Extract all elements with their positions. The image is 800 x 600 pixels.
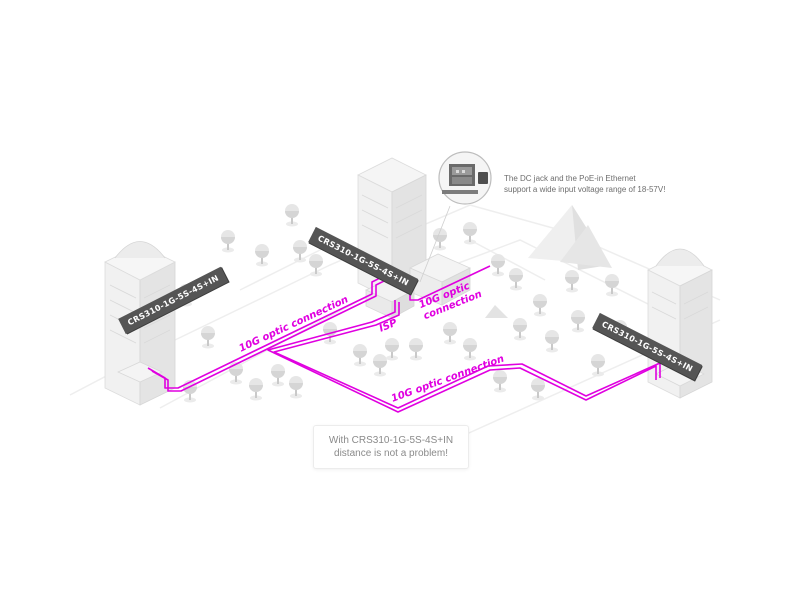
voltage-note-line2: support a wide input voltage range of 18… (504, 185, 666, 194)
tree-icon (229, 362, 243, 385)
tree-icon (221, 230, 235, 253)
fiber-lines (147, 265, 661, 413)
tree-icon (513, 318, 527, 341)
tree-icon (271, 364, 285, 387)
building-right (647, 248, 713, 399)
tree-icon (309, 254, 323, 277)
tree-icon (463, 222, 477, 245)
tree-icon (293, 240, 307, 263)
tree-icon (493, 370, 507, 393)
tree-icon (289, 376, 303, 399)
mountain-icon (485, 205, 612, 318)
tree-icon (533, 294, 547, 317)
tree-icon (545, 330, 559, 353)
tree-icon (463, 338, 477, 361)
distance-callout: With CRS310-1G-5S-4S+IN distance is not … (313, 425, 469, 469)
distance-callout-line1: With CRS310-1G-5S-4S+IN (328, 435, 454, 446)
tree-icon (249, 378, 263, 401)
tree-icon (385, 338, 399, 361)
tree-icon (491, 254, 505, 277)
tree-icon (605, 274, 619, 297)
tree-icon (409, 338, 423, 361)
ethernet-port-icon (438, 151, 492, 205)
tree-icon (591, 354, 605, 377)
voltage-note-line1: The DC jack and the PoE-in Ethernet (504, 174, 636, 183)
tree-icon (285, 204, 299, 227)
tree-icon (531, 378, 545, 401)
tree-icon (443, 322, 457, 345)
tree-icon (201, 326, 215, 349)
tree-icon (353, 344, 367, 367)
detail-leader (419, 205, 451, 283)
voltage-note: The DC jack and the PoE-in Ethernet supp… (504, 173, 714, 195)
tree-icon (571, 310, 585, 333)
distance-callout-line2: distance is not a problem! (334, 448, 448, 459)
tree-icon (255, 244, 269, 267)
tree-icon (565, 270, 579, 293)
tree-icon (509, 268, 523, 291)
tree-icon (373, 354, 387, 377)
